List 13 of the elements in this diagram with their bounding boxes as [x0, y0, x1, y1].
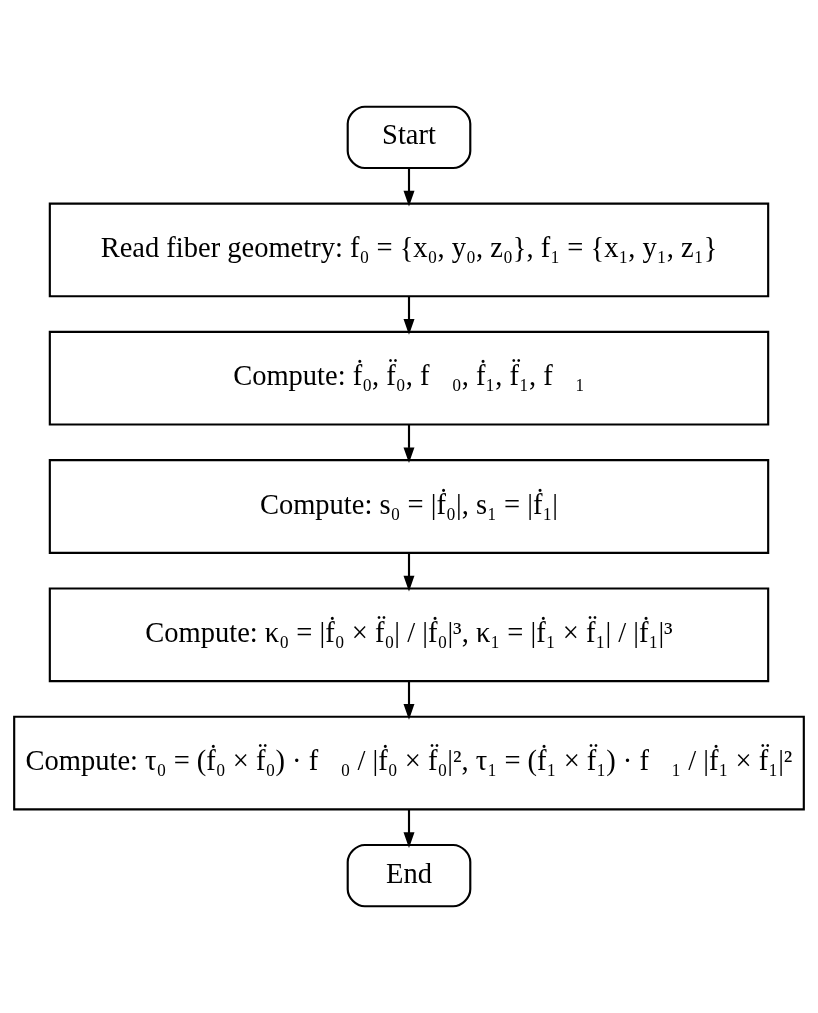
node-box: End — [346, 843, 472, 908]
node-box: Compute: ḟ₀, f̈₀, f⃛₀, ḟ₁, f̈₁, f⃛₁ — [48, 330, 770, 426]
arrow — [403, 553, 415, 592]
arrow — [403, 296, 415, 335]
node-box: Start — [346, 105, 472, 170]
arrow — [403, 424, 415, 464]
node-box: Compute: κ₀ = |ḟ₀ × f̈₀| / |ḟ₀|³, κ₁ = |ḟ₁ × f̈₁| / |ḟ₁|³ — [48, 587, 770, 683]
node-box: Compute: s₀ = |ḟ₀|, s₁ = |ḟ₁| — [48, 459, 770, 554]
node-box: Compute: τ₀ = (ḟ₀ × f̈₀) · f⃛₀ / |ḟ₀ × f̈₀|², τ₁ = (ḟ₁ × f̈₁) · f⃛₁ / |ḟ₁ × f̈₁|² — [13, 715, 805, 811]
node-box: Read fiber geometry: f₀ = {x₀, y₀, z₀}, f₁ = {x₁, y₁, z₁} — [48, 202, 770, 298]
arrow — [403, 809, 415, 848]
arrow — [403, 681, 415, 720]
arrow — [403, 168, 415, 207]
